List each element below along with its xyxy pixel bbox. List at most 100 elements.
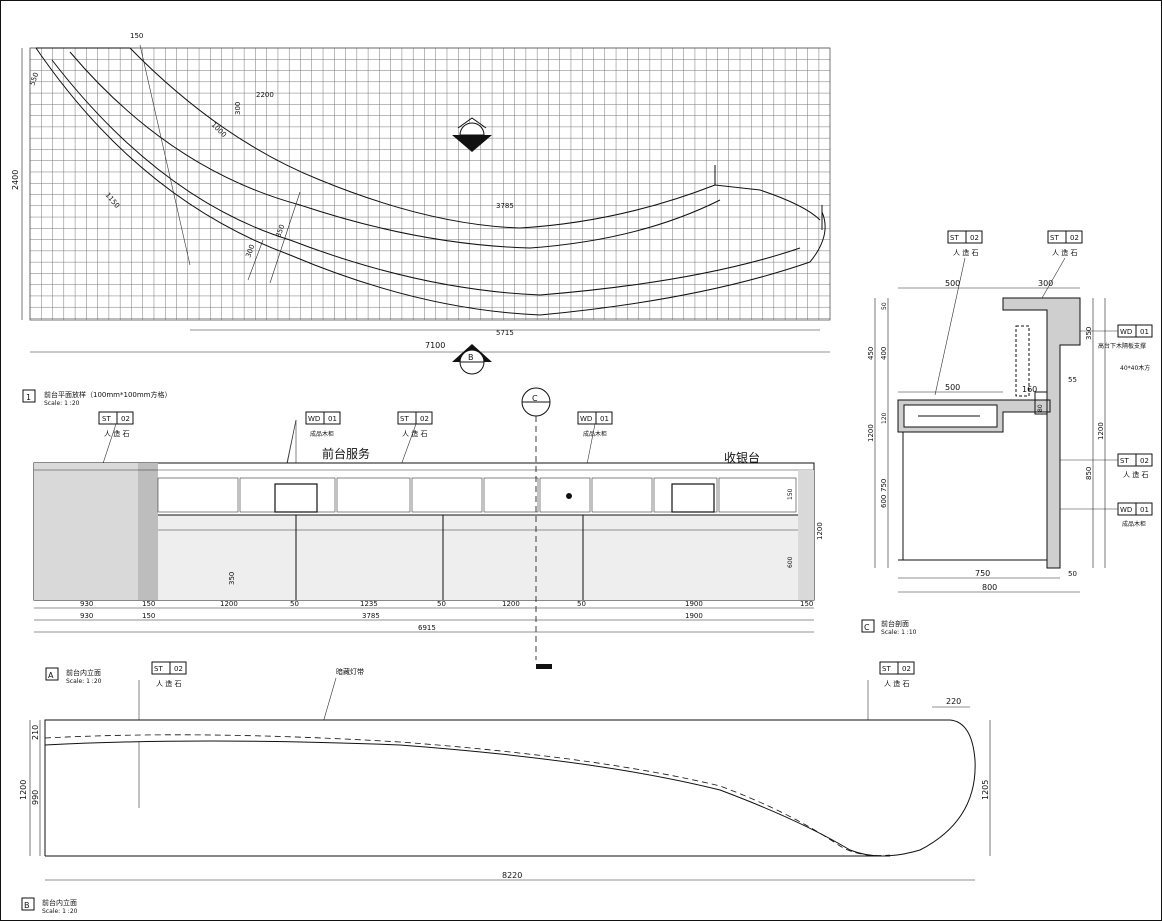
dim-990: 990 — [31, 790, 40, 805]
section-mark-c: C — [521, 387, 552, 669]
dim-2400: 2400 — [11, 170, 20, 190]
svg-text:B: B — [468, 353, 474, 362]
dim-600-a: 600 — [787, 556, 794, 568]
svg-text:人 造 石: 人 造 石 — [1123, 470, 1148, 479]
section-marker-a: A — [452, 117, 492, 152]
svg-text:C: C — [532, 394, 538, 403]
svg-text:02: 02 — [970, 234, 979, 242]
plan-caption-scale: Scale: 1 :20 — [44, 400, 80, 407]
dim-1150: 1150 — [103, 191, 121, 210]
counter-outer-edge — [35, 47, 826, 316]
dim-150: 150 — [130, 32, 143, 40]
elevation-b-view: ST 02 人 造 石 ST 02 人 造 石 暗藏灯带 220 210 990… — [19, 661, 991, 915]
svg-text:ST: ST — [950, 234, 959, 242]
dim-160: 160 — [1022, 385, 1037, 394]
note-hidden-led-strip: 暗藏灯带 — [336, 667, 364, 676]
svg-text:50: 50 — [290, 600, 299, 608]
tag-st02-a2: ST 02 人 造 石 — [397, 411, 433, 438]
svg-text:WD: WD — [1120, 506, 1132, 514]
svg-text:1200: 1200 — [502, 600, 520, 608]
counter-elevation-outline — [44, 719, 976, 857]
stone-panel-left — [34, 463, 154, 600]
plan-layout-view: 150 550 1150 1000 300 2200 300 850 3785 … — [11, 32, 831, 407]
tag-st02-c4: ST 02 人 造 石 — [1117, 453, 1153, 479]
dim-150-a: 150 — [787, 488, 794, 500]
dim-300-a: 300 — [234, 102, 242, 115]
dim-750-v: 750 — [880, 479, 888, 492]
svg-text:01: 01 — [600, 415, 609, 423]
elev-a-caption-letter: A — [48, 671, 54, 680]
dim-500-top: 500 — [945, 279, 960, 288]
elev-b-caption-scale: Scale: 1 :20 — [42, 908, 78, 915]
dim-1200-b: 1200 — [19, 780, 28, 800]
dim-50-v: 50 — [881, 302, 888, 310]
note-40x40-timber: 40*40木方 — [1120, 364, 1150, 372]
elevation-a-view: ST 02 人 造 石 WD 01 成品木柜 ST 02 人 造 石 WD 01… — [33, 387, 824, 685]
dim-450: 450 — [867, 347, 875, 360]
svg-text:WD: WD — [308, 415, 320, 423]
dim-750-h: 750 — [975, 569, 990, 578]
dims-row-1: 930 150 1200 50 1235 50 1200 50 1900 150 — [80, 600, 813, 608]
dim-300-b: 300 — [244, 243, 256, 258]
dim-1200-a: 1200 — [816, 522, 824, 540]
tag-st02-c2: ST 02 人 造 石 — [1047, 230, 1083, 257]
dim-8220: 8220 — [502, 871, 522, 880]
svg-text:ST: ST — [1050, 234, 1059, 242]
dim-210: 210 — [31, 725, 40, 740]
sec-c-caption-scale: Scale: 1 :10 — [881, 629, 917, 636]
monitor-left — [274, 483, 318, 513]
svg-text:01: 01 — [1140, 506, 1149, 514]
sec-c-caption-letter: C — [864, 623, 870, 632]
monitor-right — [671, 483, 715, 513]
svg-text:150: 150 — [142, 600, 155, 608]
svg-text:01: 01 — [328, 415, 337, 423]
svg-text:02: 02 — [420, 415, 429, 423]
dim-1200-c-right: 1200 — [1097, 422, 1105, 440]
svg-text:人 造 石: 人 造 石 — [1052, 248, 1077, 257]
tag-st02-b-right: ST 02 人 造 石 — [879, 661, 915, 688]
upper-cabinet-doors — [157, 477, 797, 513]
svg-text:1200: 1200 — [220, 600, 238, 608]
svg-text:ST: ST — [1120, 457, 1129, 465]
dim-350: 350 — [228, 572, 236, 585]
dim-350-c: 350 — [1085, 327, 1093, 340]
elev-b-caption-title: 前台内立面 — [42, 898, 77, 907]
tag-wd01-a2: WD 01 成品木柜 — [577, 411, 613, 438]
dim-500-mid: 500 — [945, 383, 960, 392]
dim-2200: 2200 — [256, 91, 274, 99]
plan-caption-box — [22, 389, 36, 403]
dim-1205: 1205 — [981, 780, 990, 800]
svg-text:成品木柜: 成品木柜 — [310, 430, 334, 438]
svg-text:ST: ST — [154, 665, 163, 673]
svg-text:150: 150 — [142, 612, 155, 620]
svg-text:02: 02 — [902, 665, 911, 673]
section-c-view: ST 02 人 造 石 ST 02 人 造 石 WD 01 高台下木隔板支撑 4… — [861, 230, 1153, 636]
dim-300-c: 300 — [1038, 279, 1053, 288]
sec-c-caption-title: 前台剖面 — [881, 619, 909, 628]
dim-1000: 1000 — [210, 121, 228, 139]
counter-inner-edge — [129, 47, 821, 229]
svg-text:1900: 1900 — [685, 612, 703, 620]
svg-text:50: 50 — [437, 600, 446, 608]
svg-text:02: 02 — [121, 415, 130, 423]
tag-st02-a1: ST 02 人 造 石 — [98, 411, 134, 438]
dim-120: 120 — [881, 412, 888, 424]
svg-text:人 造 石: 人 造 石 — [156, 679, 181, 688]
svg-text:高台下木隔板支撑: 高台下木隔板支撑 — [1098, 342, 1146, 350]
tag-wd01-a1: WD 01 成品木柜 — [305, 411, 341, 438]
svg-text:ST: ST — [102, 415, 111, 423]
dims-row-2: 930 150 3785 1900 — [80, 612, 703, 620]
sign-cashier: 收银台 — [724, 450, 760, 465]
svg-text:50: 50 — [577, 600, 586, 608]
svg-text:1900: 1900 — [685, 600, 703, 608]
svg-text:930: 930 — [80, 600, 93, 608]
svg-text:人 造 石: 人 造 石 — [953, 248, 978, 257]
tag-st02-b-left: ST 02 人 造 石 — [151, 661, 187, 688]
elev-a-caption-title: 前台内立面 — [66, 668, 101, 677]
dim-50-h: 50 — [1068, 570, 1077, 578]
sign-reception-service: 前台服务 — [322, 446, 370, 461]
tag-st02-c1: ST 02 人 造 石 — [947, 230, 983, 257]
svg-text:A: A — [469, 134, 475, 143]
svg-text:ST: ST — [400, 415, 409, 423]
dim-220: 220 — [946, 697, 961, 706]
